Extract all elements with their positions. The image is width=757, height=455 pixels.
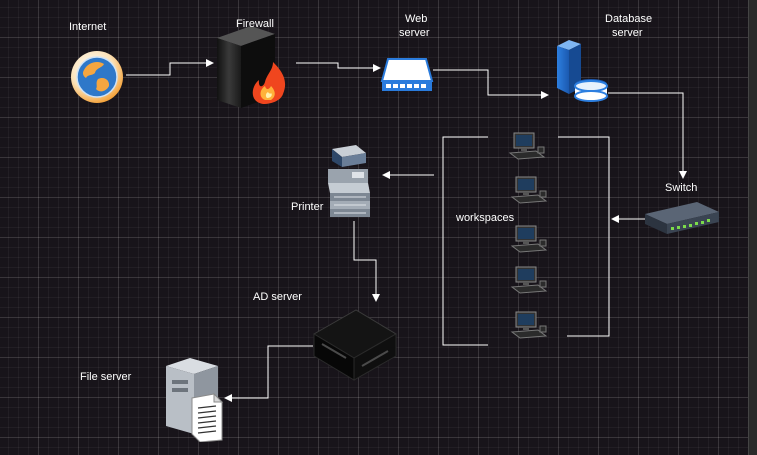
switch-label: Switch [665,182,698,194]
internet-label: Internet [69,21,107,33]
workstation-icon[interactable] [510,224,548,256]
workspaces-label: workspaces [456,212,515,224]
workspaces-bracket-left [442,136,488,346]
database-server-label-line2: server [612,27,643,39]
ad-server-icon[interactable] [312,308,398,382]
canvas-scrollbar[interactable] [748,0,757,455]
connector-internet-firewall [126,59,214,76]
workstation-icon[interactable] [510,175,548,207]
database-server-label-line1: Database [605,13,653,25]
workstation-icon[interactable] [508,131,546,163]
firewall-label: Firewall [236,18,274,30]
file-server-icon[interactable] [160,356,226,442]
printer-icon[interactable] [326,145,372,219]
ad-server-label: AD server [253,291,302,303]
globe-icon[interactable] [68,50,126,105]
connector-printer-adserver [353,221,380,302]
connector-database-switch [608,92,687,179]
web-server-label-line2: server [399,27,430,39]
web-server-icon[interactable] [380,55,434,95]
printer-label: Printer [291,201,324,213]
workstation-icon[interactable] [510,265,548,297]
firewall-icon[interactable] [213,24,297,110]
workspaces-bracket-right [558,136,610,337]
connector-firewall-webserver [296,62,381,72]
database-server-icon[interactable] [553,38,609,102]
switch-icon[interactable] [643,198,721,238]
web-server-label-line1: Web [405,13,428,25]
file-server-label: File server [80,371,132,383]
connector-webserver-database [433,69,549,99]
connector-adserver-fileserver [224,345,313,402]
workstation-icon[interactable] [510,310,548,342]
